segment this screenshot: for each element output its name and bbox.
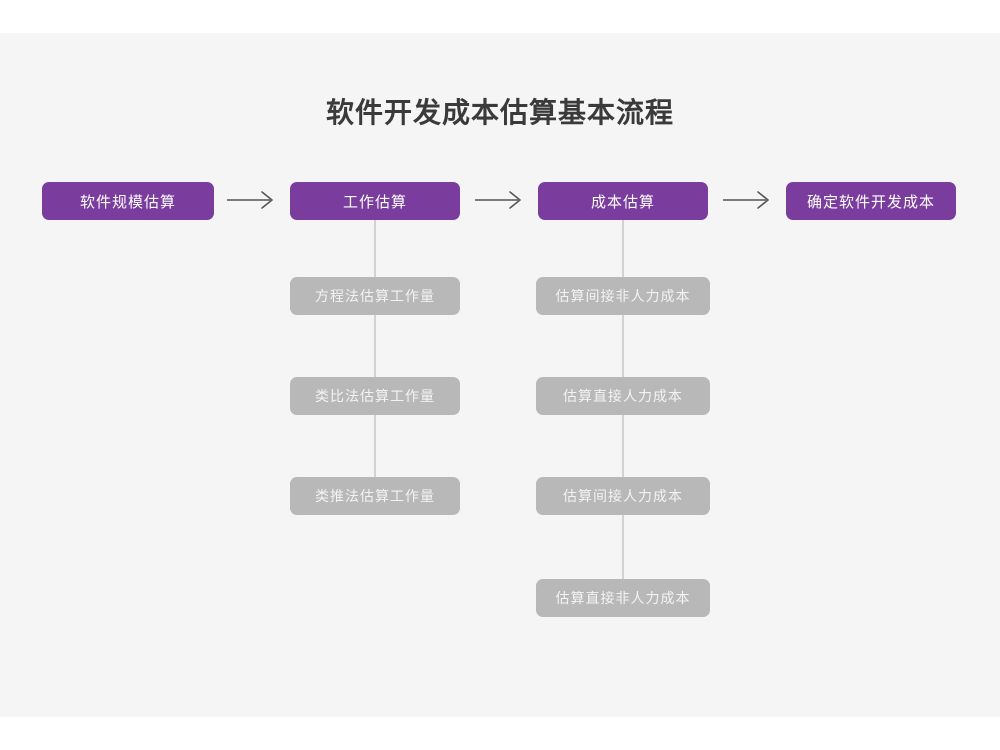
flow-step-cost-estimation[interactable]: 成本估算 — [538, 182, 708, 220]
sub-step-analogy-method-workload[interactable]: 类比法估算工作量 — [290, 377, 460, 415]
right-arrow-icon-3 — [722, 189, 774, 211]
right-arrow-icon-2 — [474, 189, 526, 211]
diagram-card-background — [0, 33, 1000, 717]
sub-step-direct-labor-cost[interactable]: 估算直接人力成本 — [536, 377, 710, 415]
right-arrow-icon-1 — [226, 189, 278, 211]
sub-step-indirect-nonlabor-cost[interactable]: 估算间接非人力成本 — [536, 277, 710, 315]
page-title: 软件开发成本估算基本流程 — [325, 96, 674, 129]
flow-step-work-estimation[interactable]: 工作估算 — [290, 182, 460, 220]
sub-step-direct-nonlabor-cost[interactable]: 估算直接非人力成本 — [536, 579, 710, 617]
sub-step-indirect-labor-cost[interactable]: 估算间接人力成本 — [536, 477, 710, 515]
sub-step-inference-method-workload[interactable]: 类推法估算工作量 — [290, 477, 460, 515]
flow-step-determine-development-cost[interactable]: 确定软件开发成本 — [786, 182, 956, 220]
flow-step-software-size-estimation[interactable]: 软件规模估算 — [42, 182, 214, 220]
branch-spine-work-estimation — [374, 220, 376, 498]
sub-step-equation-method-workload[interactable]: 方程法估算工作量 — [290, 277, 460, 315]
